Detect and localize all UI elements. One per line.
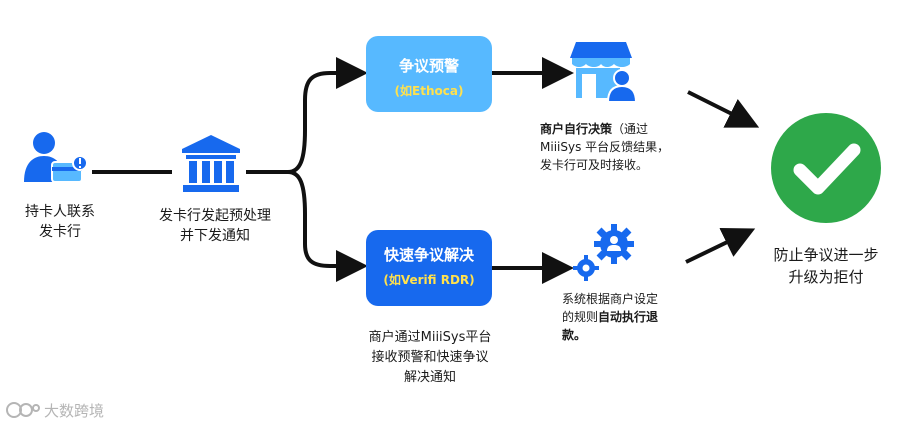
issuer-label: 发卡行发起预处理 并下发通知 (159, 208, 271, 244)
watermark-logo-icon (6, 402, 40, 418)
rapid-dispute-resolution-box: 快速争议解决 (如Verifi RDR) (366, 230, 492, 306)
merchant-to-result-arrow (687, 90, 760, 128)
watermark: 大数跨境 (6, 398, 104, 422)
fork-upper-arrow (287, 57, 368, 174)
bank-icon (180, 133, 242, 195)
fork-lower-arrow (287, 170, 368, 282)
cardholder-icon (22, 130, 92, 190)
check-icon (770, 112, 882, 224)
merchant-notification-note: 商户通过MiiiSys平台 接收预警和快速争议 解决通知 (368, 330, 492, 385)
dispute-alert-box: 争议预警 (如Ethoca) (366, 36, 492, 112)
gear-icon (572, 222, 642, 286)
auto-refund-text: 系统根据商户设定 的规则自动执行退 款。 (562, 292, 659, 342)
merchant-decision-text: 商户自行决策（通过 MiiiSys 平台反馈结果， 发卡行可及时接收。 (540, 122, 670, 172)
result-label: 防止争议进一步 升级为拒付 (773, 246, 879, 286)
cardholder-label: 持卡人联系 发卡行 (25, 204, 95, 240)
merchant-store-icon (570, 38, 638, 104)
gear-to-result-arrow (685, 228, 756, 264)
